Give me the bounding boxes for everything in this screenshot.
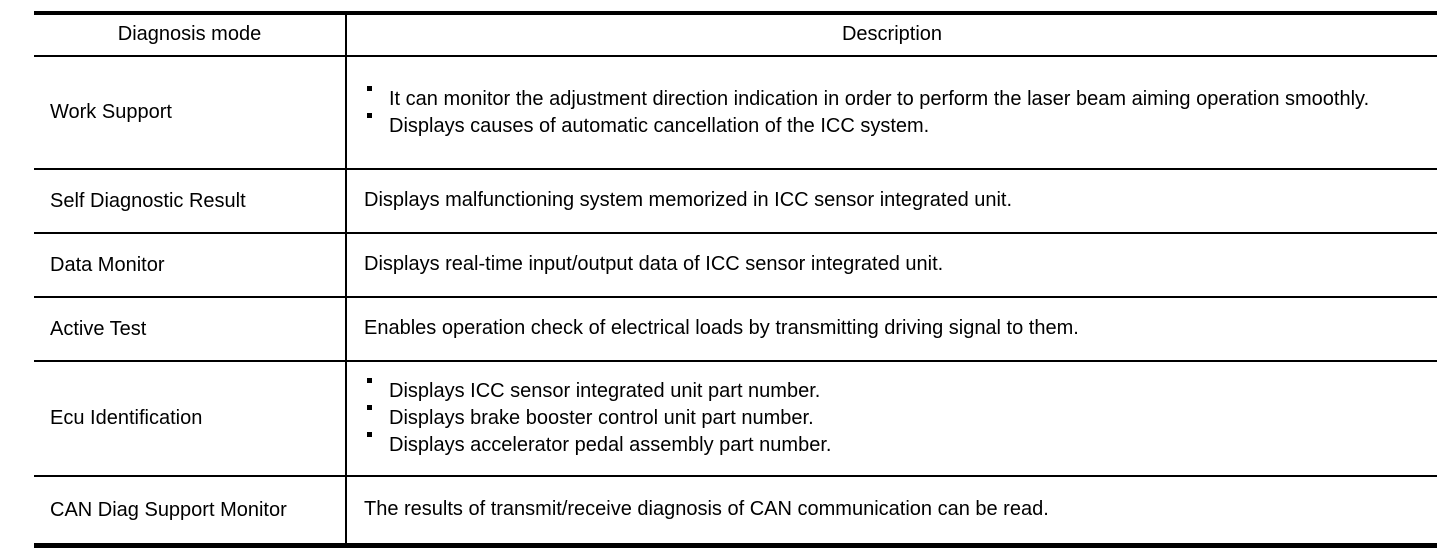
- table-header: Diagnosis mode Description: [34, 11, 1437, 57]
- cell-description: Displays ICC sensor integrated unit part…: [346, 361, 1437, 477]
- list-item-text: Displays brake booster control unit part…: [389, 407, 814, 429]
- list-item: Displays brake booster control unit part…: [364, 405, 1423, 431]
- description-text: Displays real-time input/output data of …: [364, 253, 944, 275]
- table-row: Self Diagnostic Result Displays malfunct…: [34, 169, 1437, 234]
- bullet-point-icon: [367, 112, 372, 118]
- bullet-point-icon: [367, 378, 372, 383]
- list-item-text: Displays accelerator pedal assembly part…: [389, 434, 832, 456]
- description-text: The results of transmit/receive diagnosi…: [364, 498, 1049, 520]
- cell-diagnosis-mode: Data Monitor: [34, 233, 347, 298]
- cell-description: Displays malfunctioning system memorized…: [346, 169, 1437, 234]
- column-header-description: Description: [346, 11, 1437, 57]
- table-header-row: Diagnosis mode Description: [34, 11, 1437, 57]
- list-item-text: Displays ICC sensor integrated unit part…: [389, 380, 821, 402]
- document-page: Diagnosis mode Description Work Support …: [34, 11, 1437, 548]
- diagnosis-mode-table: Diagnosis mode Description Work Support …: [34, 11, 1437, 548]
- list-item: Displays ICC sensor integrated unit part…: [364, 378, 1423, 404]
- list-item: It can monitor the adjustment direction …: [364, 85, 1423, 112]
- list-item: Displays causes of automatic cancellatio…: [364, 112, 1423, 139]
- description-text: Displays malfunctioning system memorized…: [364, 189, 1013, 211]
- list-item-text: Displays causes of automatic cancellatio…: [389, 114, 930, 137]
- column-header-diagnosis-mode: Diagnosis mode: [34, 11, 347, 57]
- cell-diagnosis-mode: Active Test: [34, 297, 347, 362]
- list-item-text: It can monitor the adjustment direction …: [389, 87, 1370, 110]
- table-row: Active Test Enables operation check of e…: [34, 297, 1437, 362]
- cell-description: The results of transmit/receive diagnosi…: [346, 476, 1437, 548]
- cell-description: It can monitor the adjustment direction …: [346, 56, 1437, 170]
- description-bullet-list: It can monitor the adjustment direction …: [364, 85, 1423, 139]
- bullet-point-icon: [367, 85, 372, 91]
- bullet-point-icon: [367, 432, 372, 437]
- bullet-point-icon: [367, 405, 372, 410]
- cell-diagnosis-mode: Self Diagnostic Result: [34, 169, 347, 234]
- cell-description: Displays real-time input/output data of …: [346, 233, 1437, 298]
- table-row: Data Monitor Displays real-time input/ou…: [34, 233, 1437, 298]
- description-text: Enables operation check of electrical lo…: [364, 317, 1079, 339]
- cell-diagnosis-mode: Ecu Identification: [34, 361, 347, 477]
- description-bullet-list: Displays ICC sensor integrated unit part…: [364, 378, 1423, 458]
- table-row: Ecu Identification Displays ICC sensor i…: [34, 361, 1437, 477]
- table-row: CAN Diag Support Monitor The results of …: [34, 476, 1437, 548]
- list-item: Displays accelerator pedal assembly part…: [364, 432, 1423, 458]
- cell-diagnosis-mode: Work Support: [34, 56, 347, 170]
- table-body: Work Support It can monitor the adjustme…: [34, 56, 1437, 548]
- cell-description: Enables operation check of electrical lo…: [346, 297, 1437, 362]
- cell-diagnosis-mode: CAN Diag Support Monitor: [34, 476, 347, 548]
- table-row: Work Support It can monitor the adjustme…: [34, 56, 1437, 170]
